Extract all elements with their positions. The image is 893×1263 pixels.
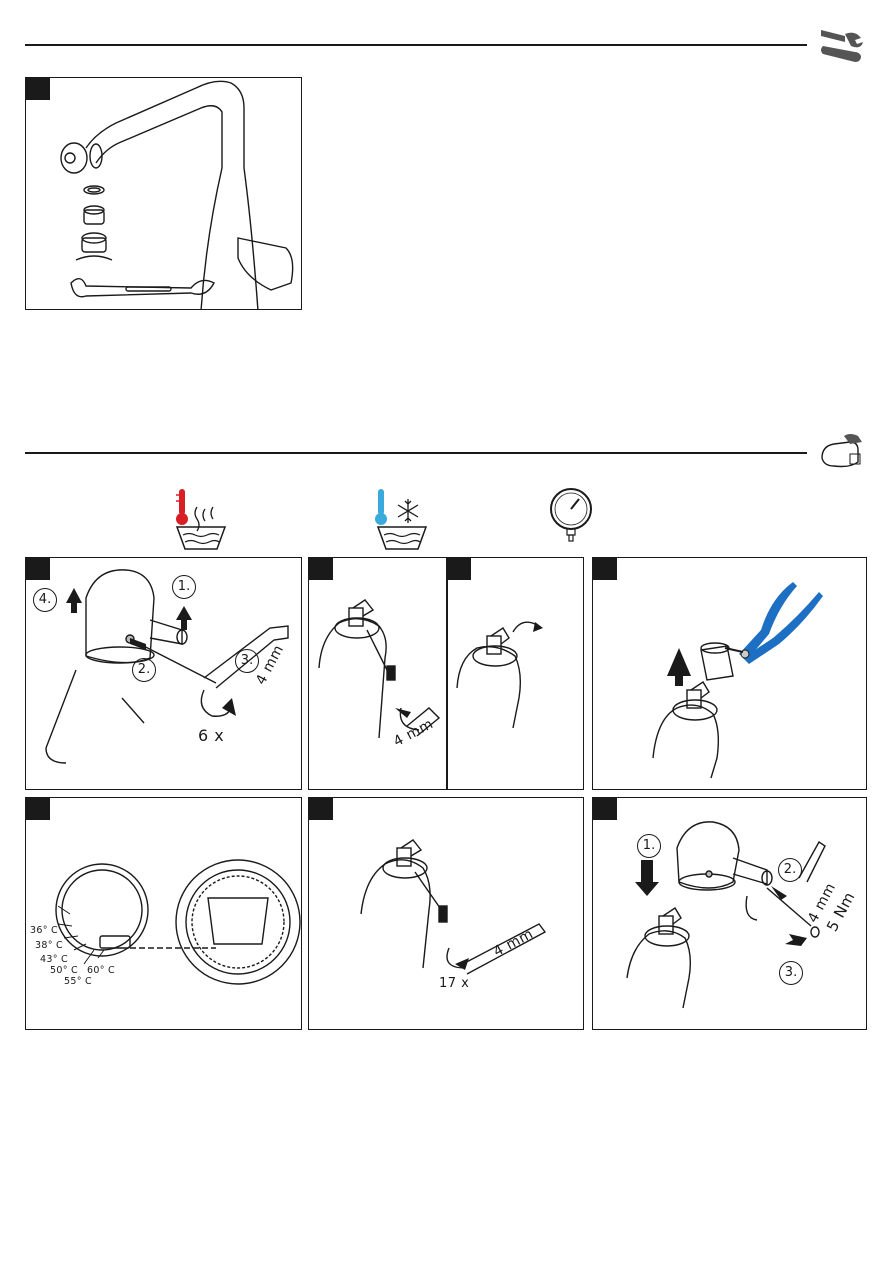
panel-handle-removal: 1. 2. 3. 4. 4 mm 6 x [25,557,302,790]
step-label-2: 2. [132,658,156,682]
step-badge [309,798,333,820]
cartridge-tighten-illustration [360,839,547,975]
cold-water-snowflake-icon [375,489,428,550]
panel-cartridge-tighten: 4 mm 17 x [308,797,584,1030]
step-badge [26,558,50,580]
turn-count-label: 17 x [439,976,470,991]
panel-separator [446,558,448,789]
handle-install-illustration [626,821,826,1009]
hot-water-thermometer-icon [175,489,227,550]
turn-count-label: 6 x [198,726,225,745]
section-divider-top [25,44,807,46]
step-badge [593,798,617,820]
wrench-screwdriver-icon [821,30,863,62]
temp-label-36: 36° C [30,925,58,936]
aerator-removal-illustration [60,80,294,309]
hand-cleaning-icon [821,434,862,468]
step-badge [26,78,50,100]
step-badge [309,558,333,580]
panel-cartridge-pliers [592,557,867,790]
step-label-4: 4. [33,588,57,612]
temperature-stop-illustration [55,859,301,985]
temp-label-43: 43° C [40,954,68,965]
step-label-1: 1. [172,575,196,599]
cartridge-screw-illustration [318,599,543,739]
step-badge [26,798,50,820]
temp-label-55: 55° C [64,976,92,987]
step-label-3: 3. [235,649,259,673]
section-divider-middle [25,452,807,454]
step-badge-2 [447,558,471,580]
temp-label-50: 50° C [50,965,78,976]
step-badge [593,558,617,580]
panel-handle-install: 1. 2. 3. 4 mm 5 Nm [592,797,867,1030]
panel-cartridge-screw: 4 mm [308,557,584,790]
step-label-1: 1. [637,834,661,858]
panel-aerator [25,77,302,310]
temp-label-60: 60° C [87,965,115,976]
cartridge-pliers-illustration [652,582,823,779]
step-label-2: 2. [778,858,802,882]
step-label-3: 3. [779,961,803,985]
panel-temperature-limit: 36° C 38° C 43° C 50° C 55° C 60° C [25,797,302,1030]
temp-label-38: 38° C [35,940,63,951]
handle-removal-illustration [45,569,289,764]
pressure-gauge-icon [550,488,592,542]
